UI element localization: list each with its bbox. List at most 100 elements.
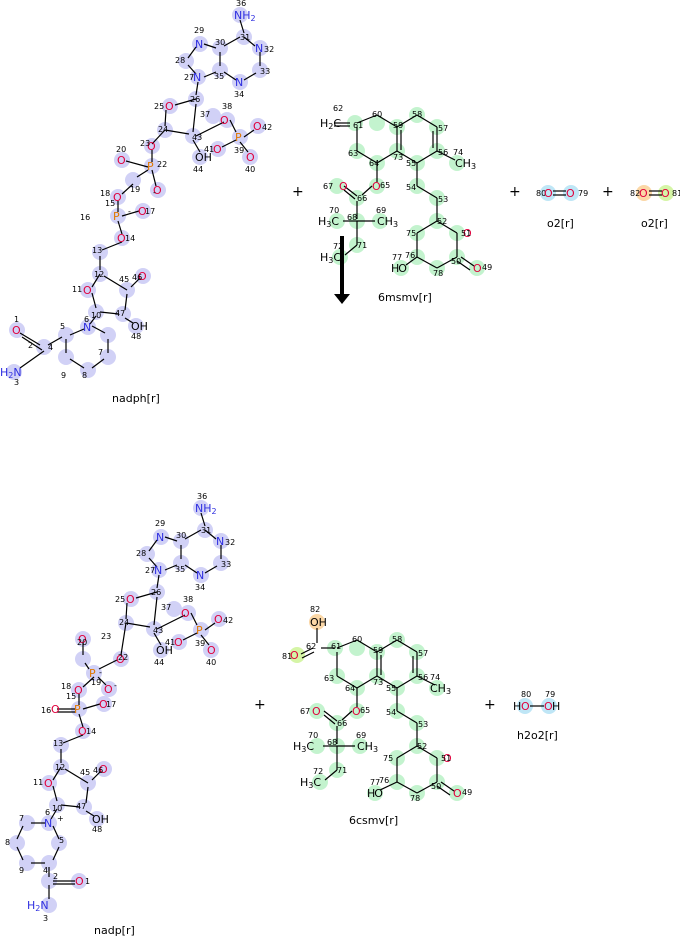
svg-text:19: 19 [130, 185, 140, 194]
svg-text:O: O [153, 184, 162, 197]
svg-text:16: 16 [80, 213, 90, 222]
oxygen-atom: O [566, 187, 575, 200]
svg-text:O: O [214, 613, 223, 626]
svg-text:61: 61 [331, 642, 341, 651]
svg-text:N: N [196, 569, 204, 582]
svg-text:28: 28 [175, 56, 185, 65]
svg-text:47: 47 [76, 802, 86, 811]
svg-text:69: 69 [376, 206, 386, 215]
svg-text:73: 73 [373, 678, 383, 687]
svg-text:12: 12 [55, 763, 65, 772]
svg-text:62: 62 [306, 642, 316, 651]
svg-text:58: 58 [412, 110, 422, 119]
svg-text:82: 82 [310, 605, 320, 614]
atom-number: 79 [545, 690, 555, 699]
svg-text:N: N [156, 531, 164, 544]
svg-text:28: 28 [136, 549, 146, 558]
svg-text:24: 24 [158, 125, 168, 134]
svg-text:6: 6 [45, 808, 50, 817]
svg-text:48: 48 [92, 825, 102, 834]
svg-text:27: 27 [184, 73, 194, 82]
svg-text:20: 20 [77, 638, 87, 647]
svg-text:CH3: CH3 [377, 215, 398, 229]
svg-text:69: 69 [356, 731, 366, 740]
plus-sign: + [509, 184, 521, 200]
oxygen-atom: O [521, 700, 530, 713]
svg-text:74: 74 [453, 148, 463, 157]
svg-text:P: P [113, 210, 120, 223]
svg-text:H2N: H2N [0, 366, 22, 380]
o2-structure-b: 82 O O 81 [630, 185, 680, 201]
svg-text:41: 41 [204, 145, 214, 154]
svg-text:O: O [74, 684, 83, 697]
oxygen-atom: O [544, 187, 553, 200]
svg-text:O: O [181, 607, 190, 620]
svg-text:H3C: H3C [320, 251, 341, 265]
svg-text:O: O [78, 633, 87, 646]
svg-text:H: H [513, 700, 521, 713]
svg-text:O: O [165, 100, 174, 113]
svg-text:O: O [147, 140, 156, 153]
svg-text:24: 24 [119, 618, 129, 627]
svg-text:71: 71 [357, 241, 367, 250]
svg-text:36: 36 [197, 492, 207, 501]
svg-text:41: 41 [165, 638, 175, 647]
svg-text:44: 44 [193, 165, 203, 174]
svg-text:43: 43 [192, 133, 202, 142]
svg-text:60: 60 [352, 635, 362, 644]
svg-text:14: 14 [125, 234, 135, 243]
svg-text:31: 31 [201, 526, 211, 535]
svg-text:29: 29 [194, 26, 204, 35]
svg-text:68: 68 [347, 213, 357, 222]
6csmv-caption: 6csmv[r] [349, 814, 398, 827]
svg-text:62: 62 [333, 104, 343, 113]
svg-text:N: N [83, 321, 91, 334]
svg-text:O: O [117, 154, 126, 167]
svg-text:H3C: H3C [300, 776, 321, 790]
svg-text:O: O [443, 752, 452, 765]
svg-text:46: 46 [132, 273, 142, 282]
svg-text:77: 77 [392, 253, 402, 262]
svg-text:13: 13 [53, 739, 63, 748]
svg-text:O: O [117, 232, 126, 245]
svg-text:52: 52 [417, 742, 427, 751]
svg-text:22: 22 [157, 160, 167, 169]
svg-text:12: 12 [94, 270, 104, 279]
svg-text:H: H [552, 700, 560, 713]
svg-text:16: 16 [41, 706, 51, 715]
svg-text:O: O [473, 262, 482, 275]
svg-text:54: 54 [386, 708, 396, 717]
svg-text:30: 30 [176, 531, 186, 540]
svg-text:61: 61 [353, 121, 363, 130]
svg-text:37: 37 [200, 110, 210, 119]
svg-text:49: 49 [462, 788, 472, 797]
svg-text:3: 3 [43, 914, 48, 923]
svg-text:6: 6 [84, 315, 89, 324]
svg-text:14: 14 [86, 727, 96, 736]
svg-text:27: 27 [145, 566, 155, 575]
atom-number: 80 [536, 189, 546, 198]
svg-text:57: 57 [438, 124, 448, 133]
svg-text:48: 48 [131, 332, 141, 341]
plus-sign: + [254, 697, 266, 713]
svg-text:58: 58 [392, 635, 402, 644]
atom-number: 81 [672, 189, 680, 198]
svg-text:CH3: CH3 [455, 157, 476, 171]
svg-text:54: 54 [406, 183, 416, 192]
svg-text:H3C: H3C [318, 215, 339, 229]
svg-text:CH3: CH3 [357, 740, 378, 754]
svg-text:75: 75 [406, 229, 416, 238]
svg-text:P: P [89, 667, 96, 680]
svg-text:26: 26 [151, 588, 161, 597]
svg-text:OH: OH [92, 813, 109, 826]
svg-text:OH: OH [310, 616, 327, 629]
svg-text:74: 74 [430, 673, 440, 682]
svg-text:18: 18 [100, 189, 110, 198]
svg-text:55: 55 [386, 684, 396, 693]
svg-text:38: 38 [222, 102, 232, 111]
svg-text:O: O [138, 205, 147, 218]
svg-text:36: 36 [236, 0, 246, 8]
svg-text:7: 7 [98, 348, 103, 357]
